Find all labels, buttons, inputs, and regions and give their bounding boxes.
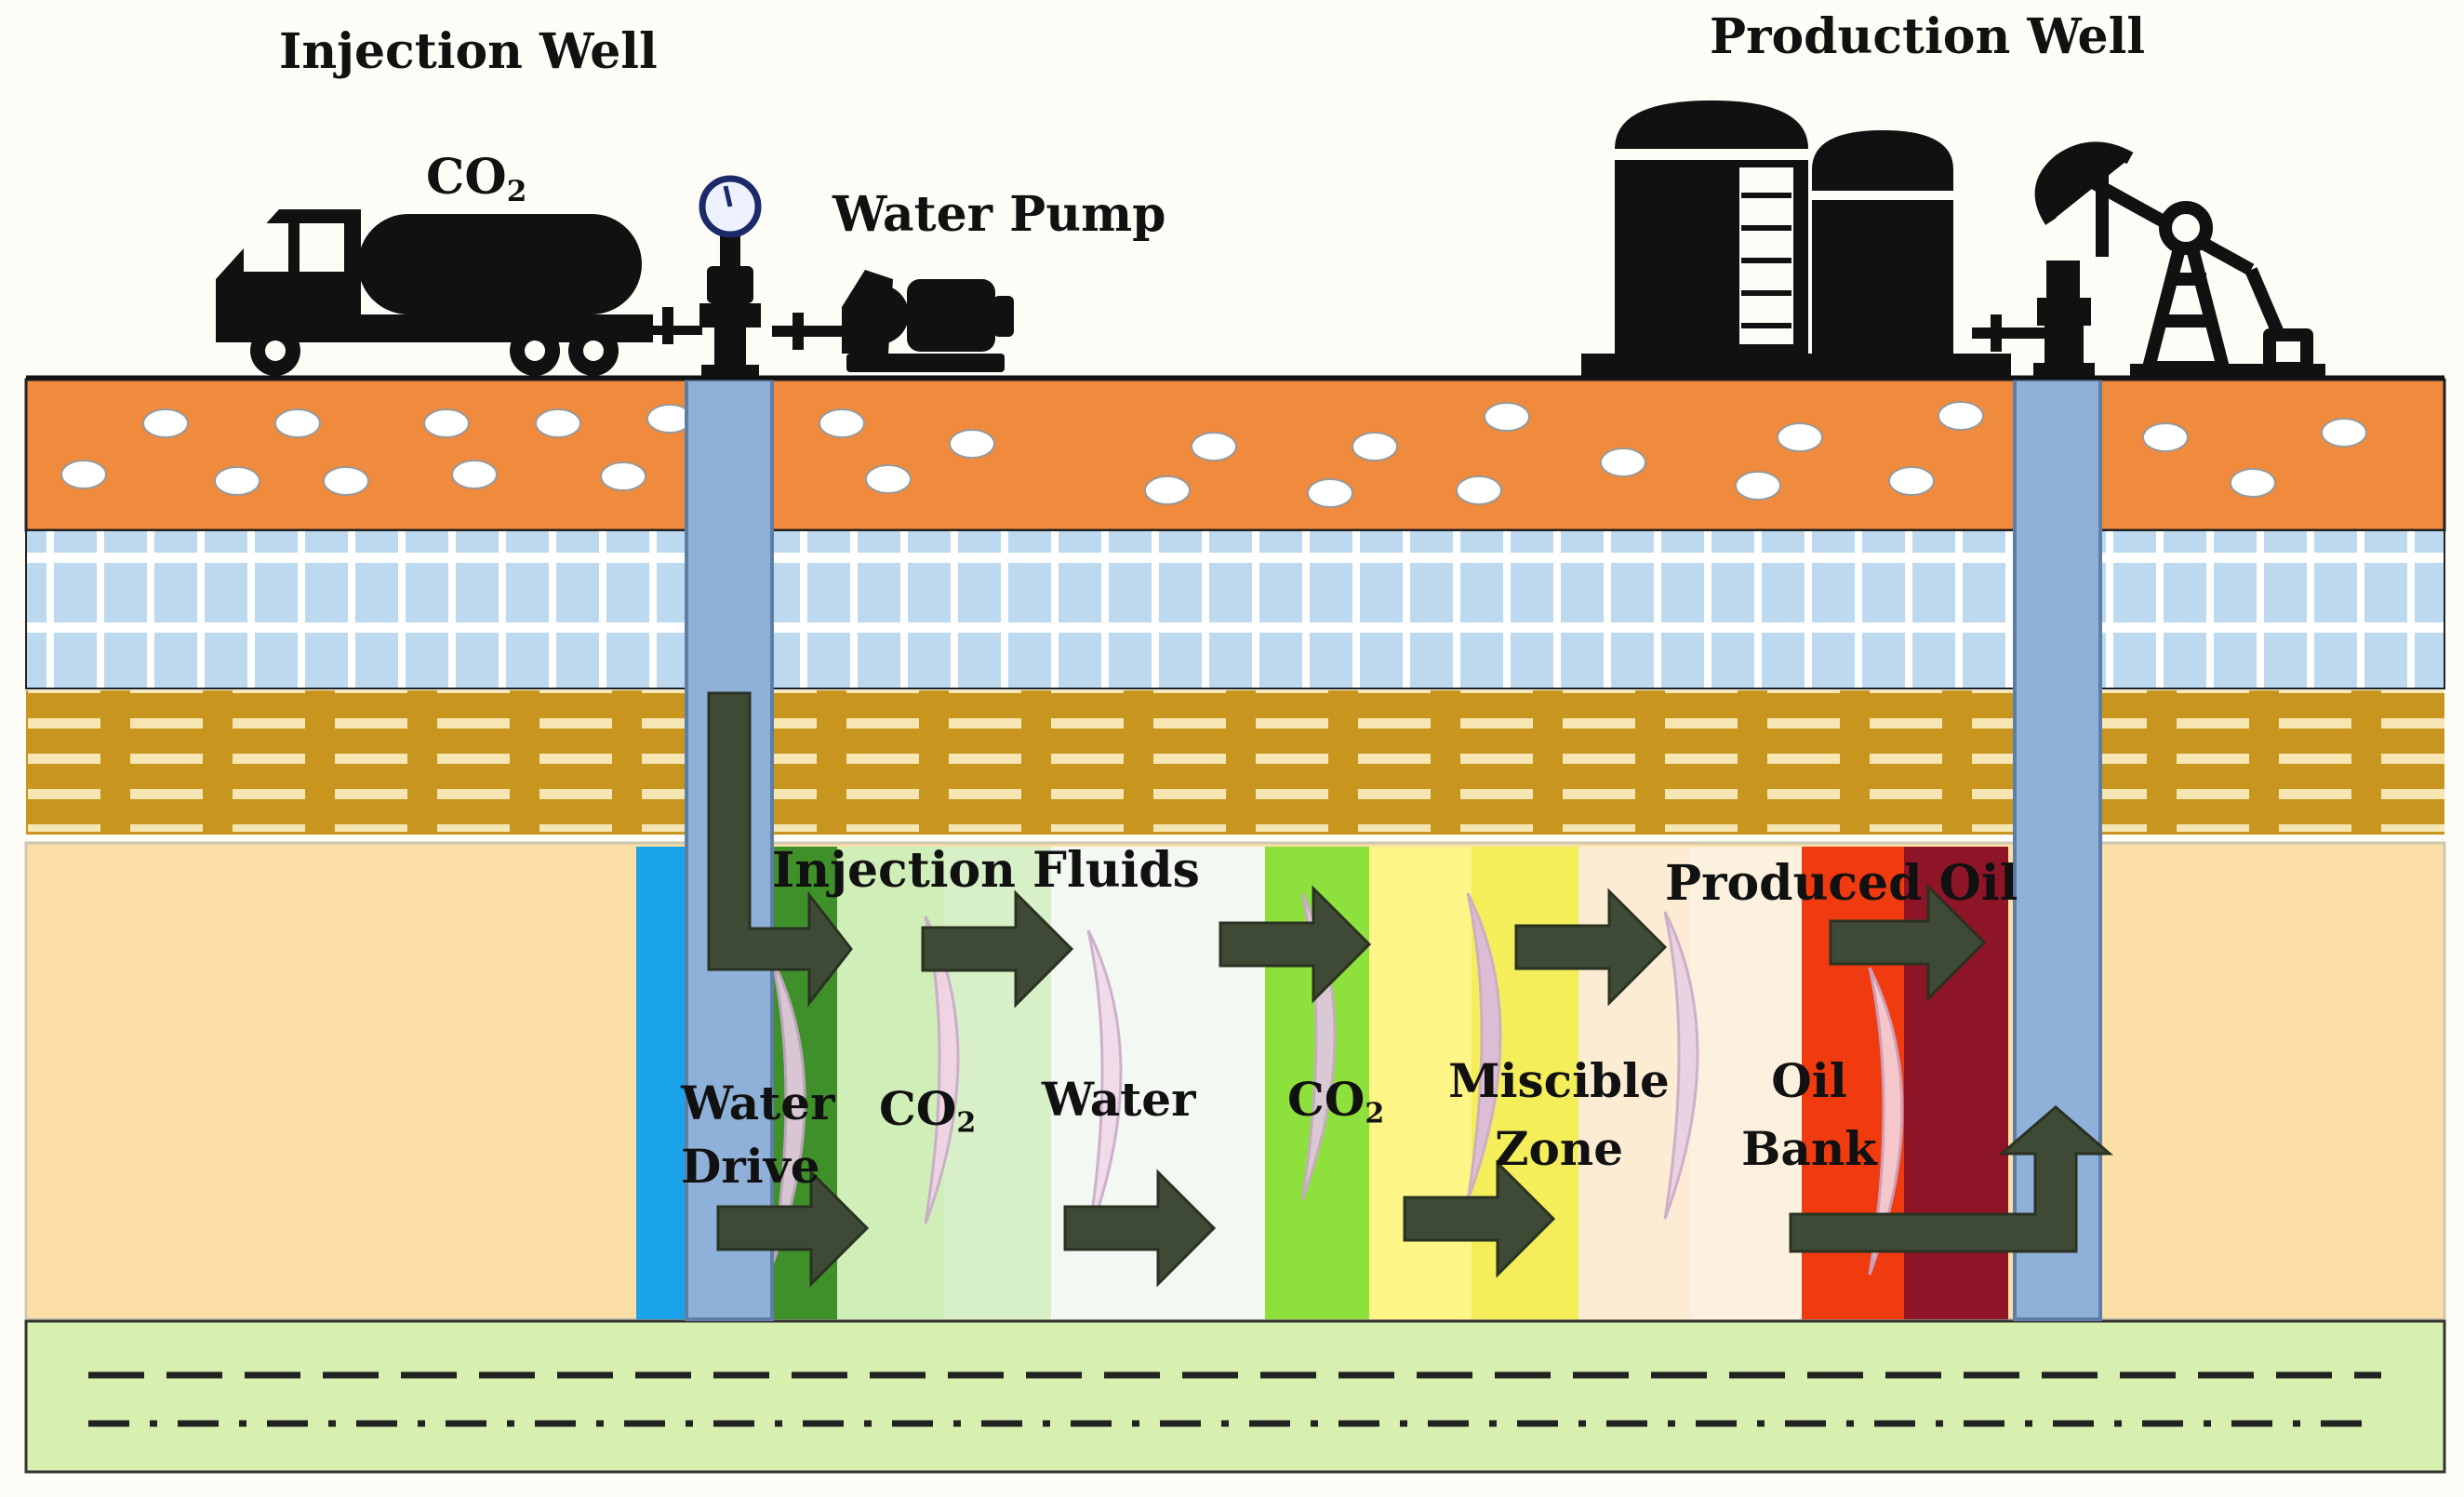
oil-bank-fade-band <box>1690 847 1802 1319</box>
pore-bubble <box>819 408 865 438</box>
pore-bubble <box>1600 448 1646 477</box>
flow-arrow <box>716 1169 870 1288</box>
flow-arrow <box>1219 885 1372 1004</box>
pore-bubble <box>451 460 498 489</box>
pore-bubble <box>1456 475 1502 505</box>
pore-bubble <box>1938 401 1984 431</box>
co2-zone2-main: CO <box>1287 1072 1365 1127</box>
pore-bubble <box>1735 471 1781 501</box>
water-drive-line1: Water <box>681 1076 835 1130</box>
pore-bubble <box>274 408 321 438</box>
flow-arrow <box>1514 888 1668 1007</box>
bottom-layer-lines <box>88 1371 2381 1427</box>
truck-co2-main: CO <box>426 149 507 206</box>
flow-arrow <box>1829 883 1987 1002</box>
pore-bubble <box>142 408 189 438</box>
bottom-layer <box>24 1319 2446 1474</box>
pore-bubble <box>865 464 912 494</box>
pore-bubble <box>535 408 581 438</box>
water-pump-label: Water Pump <box>832 186 1166 243</box>
water-pump-icon <box>772 270 1014 372</box>
injection-elbow-arrow <box>707 691 853 1008</box>
front-crescent <box>1868 967 1904 1276</box>
storage-tank-icon <box>1581 100 2011 378</box>
oil-bank-label: Oil Bank <box>1741 1048 1877 1183</box>
pore-bubble <box>1191 432 1237 461</box>
water-drive-line2: Drive <box>681 1138 820 1194</box>
truck-co2-label: CO2 <box>426 154 526 207</box>
produced-oil-label: Produced Oil <box>1665 855 2018 912</box>
pore-bubble <box>2142 422 2189 452</box>
oil-bank-line1: Oil <box>1771 1053 1847 1108</box>
pore-bubble <box>1144 475 1191 505</box>
pore-bubble <box>1352 432 1398 461</box>
co2-zone-sub: 2 <box>956 1106 977 1140</box>
pumpjack-icon <box>2034 141 2325 377</box>
co2-truck-icon <box>216 209 702 376</box>
miscible-line2: Zone <box>1494 1120 1624 1176</box>
miscible-line1: Miscible <box>1448 1053 1670 1108</box>
pore-bubble <box>600 461 646 491</box>
flow-arrow <box>1063 1169 1217 1288</box>
pore-bubble <box>60 460 107 489</box>
water-drive-label: Water Drive <box>681 1072 834 1197</box>
front-crescent <box>1663 911 1699 1220</box>
pore-bubble <box>2321 418 2367 448</box>
co2-zone2-sub: 2 <box>1365 1097 1385 1130</box>
water-zone-label: Water <box>1042 1072 1196 1127</box>
pore-bubble <box>214 466 260 496</box>
production-well-label: Production Well <box>1710 8 2146 65</box>
displacement-fronts <box>770 892 1904 1276</box>
co2-zone-main: CO <box>879 1081 957 1136</box>
pore-bubble <box>423 408 470 438</box>
co2-zone-label: CO2 <box>879 1086 976 1138</box>
flow-arrows <box>707 691 2114 1288</box>
water-drive-band <box>636 847 686 1319</box>
pore-bubble <box>1777 422 1823 452</box>
pore-bubbles <box>60 401 2367 508</box>
pore-bubble <box>1888 466 1935 496</box>
flow-arrow <box>1403 1159 1556 1278</box>
injection-fluids-label: Injection Fluids <box>772 842 1200 899</box>
pore-bubble <box>2230 468 2276 498</box>
pressure-gauge-icon <box>699 175 762 238</box>
pore-bubble <box>1484 402 1530 432</box>
truck-co2-sub: 2 <box>506 174 527 208</box>
pore-bubble <box>949 429 995 459</box>
flow-arrow <box>921 889 1074 1009</box>
injection-well-label: Injection Well <box>279 23 658 80</box>
production-wellhead <box>1972 261 2095 378</box>
front-crescent <box>924 916 960 1224</box>
co2-zone2-label: CO2 <box>1287 1076 1384 1129</box>
pore-bubble <box>1307 478 1353 508</box>
injection-wellhead <box>699 231 761 380</box>
production-elbow-arrow <box>1789 1105 2114 1253</box>
miscible-zone-label: Miscible Zone <box>1448 1048 1670 1183</box>
pore-bubble <box>323 466 369 496</box>
oil-bank-line2: Bank <box>1741 1120 1877 1176</box>
